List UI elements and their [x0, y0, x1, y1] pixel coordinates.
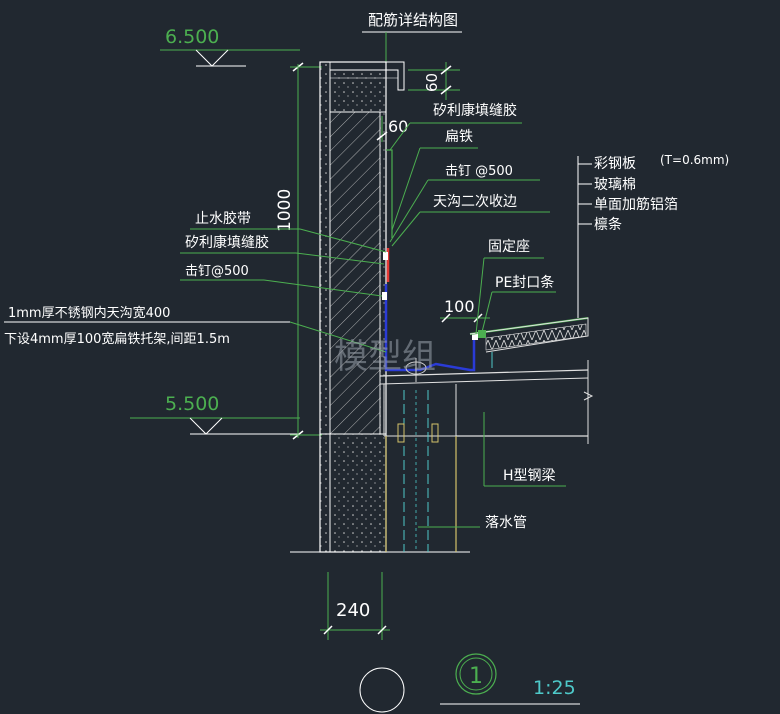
concrete-beam — [329, 433, 387, 553]
dim-gutter-label: 100 — [444, 297, 475, 316]
dim-thickness-tick-2 — [377, 625, 387, 635]
counter-flashing — [386, 149, 393, 238]
roof-panel-outline — [469, 317, 589, 353]
leader-nail-left-diag — [263, 279, 383, 297]
fastener-marker-2 — [382, 292, 387, 300]
label-steel-plate-spec: (T=0.6mm) — [660, 153, 729, 167]
fixed-seat-marker — [472, 334, 478, 340]
anchor-bolt-1 — [397, 423, 405, 443]
concrete-cap — [329, 69, 387, 113]
cap-drip-edge — [320, 61, 405, 91]
leader-flat-iron-diag — [391, 147, 421, 231]
leader-nail-right-diag — [389, 179, 429, 243]
label-sealant-left: 矽利康填缝胶 — [185, 234, 269, 251]
label-stainless-support: 下设4mm厚100宽扁铁托架,间距1.5m — [4, 331, 230, 347]
wall-finish-left — [319, 61, 331, 553]
dim-height-label: 1000 — [275, 189, 295, 232]
label-purlin: 檩条 — [594, 216, 622, 233]
glass-wool-layer — [485, 323, 587, 351]
label-downpipe: 落水管 — [485, 515, 527, 531]
label-stainless-gutter: 1mm厚不锈钢内天沟宽400 — [8, 305, 170, 321]
detail-number: 1 — [469, 664, 483, 689]
label-foil: 单面加筋铝箔 — [594, 196, 678, 213]
detail-number-circle-outer — [455, 653, 497, 695]
h-beam-top-flange — [379, 369, 589, 377]
label-nail-left: 击钉@500 — [185, 264, 249, 279]
fastener-marker-1 — [383, 252, 388, 260]
elevation-bottom-label: 5.500 — [165, 393, 219, 415]
brick-wall-hatch — [329, 111, 381, 435]
dim-thickness-tick-1 — [323, 625, 333, 635]
leader-sealant-left-diag — [295, 252, 385, 265]
label-sealant-right: 矽利康填缝胶 — [433, 102, 517, 119]
dim-inner-tick — [376, 131, 388, 141]
h-beam-break — [583, 391, 594, 401]
reference-circle — [359, 667, 405, 713]
label-nail-right: 击钉 @500 — [445, 164, 513, 179]
leader-sealant-right-diag — [389, 122, 411, 151]
dim-cap-tick-1 — [440, 65, 452, 75]
anchor-bolt-2 — [431, 423, 439, 443]
elevation-top-label: 6.500 — [165, 26, 219, 48]
h-beam-top-flange-2 — [379, 377, 589, 385]
leader-pe-strip-v — [481, 291, 493, 333]
label-pe-strip: PE封口条 — [495, 274, 554, 291]
label-glass-wool: 玻璃棉 — [594, 176, 636, 193]
label-flat-iron: 扁铁 — [445, 129, 473, 145]
detail-scale: 1:25 — [533, 677, 576, 699]
leader-water-stop-diag — [299, 228, 387, 253]
label-fixed-seat: 固定座 — [488, 239, 530, 255]
dim-cap-tick-2 — [440, 85, 452, 95]
wall-finish-right — [379, 111, 387, 435]
label-water-stop: 止水胶带 — [195, 210, 251, 227]
watermark: 模型组 — [334, 337, 436, 377]
leader-stainless-gutter-diag — [289, 321, 387, 353]
pe-closure-strip — [478, 330, 486, 338]
label-steel-plate: 彩钢板 — [594, 156, 636, 172]
leader-gutter-edge-diag — [391, 211, 421, 247]
leader-fixed-seat-v — [475, 257, 485, 335]
dim-cap-label: 60 — [423, 73, 441, 92]
stainless-gutter — [384, 284, 476, 372]
label-gutter-edge: 天沟二次收边 — [433, 194, 517, 210]
elevation-top-marker — [195, 49, 229, 67]
detail-number-circle-inner — [459, 657, 493, 691]
dim-gutter-tick-1 — [441, 313, 451, 323]
dim-inner-label: 60 — [388, 117, 408, 136]
drawing-title: 配筋详结构图 — [368, 11, 458, 29]
dim-thickness-label: 240 — [336, 600, 370, 621]
label-h-beam: H型钢梁 — [503, 468, 556, 484]
elevation-bottom-marker — [189, 417, 223, 435]
